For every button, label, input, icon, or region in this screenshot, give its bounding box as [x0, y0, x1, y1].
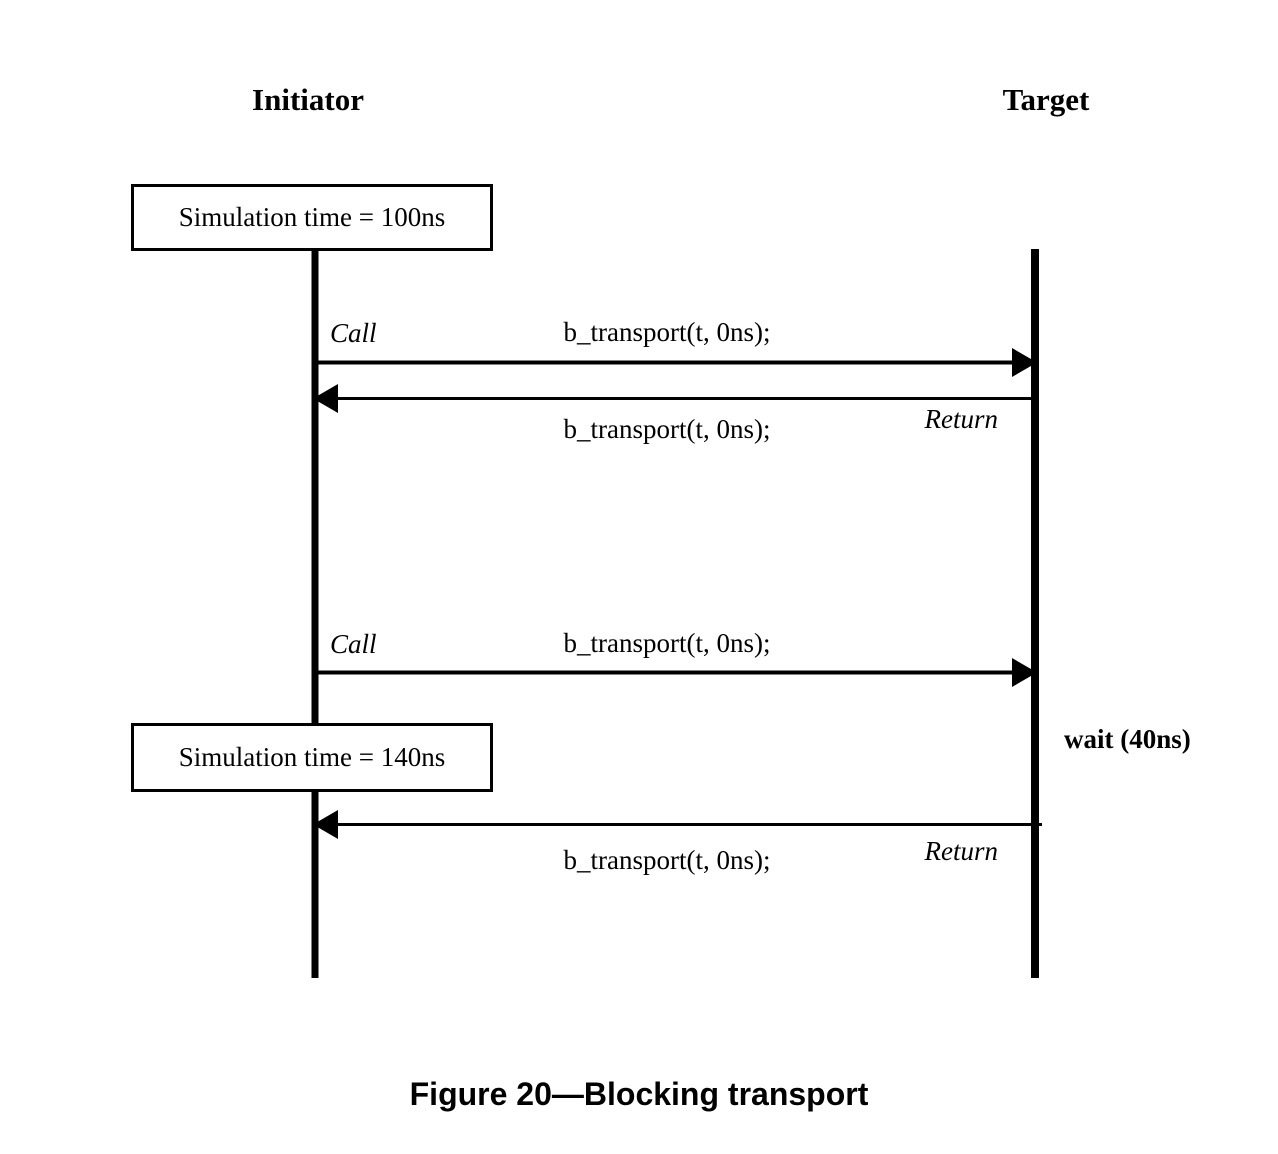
figure-caption: Figure 20—Blocking transport [409, 1076, 869, 1112]
message-method-label-return-2: b_transport(t, 0ns); [563, 845, 771, 875]
state-box-label: Simulation time = 100ns [178, 202, 446, 232]
message-method-label-return-1: b_transport(t, 0ns); [563, 414, 771, 444]
message-arrow-call-2 [316, 658, 1037, 687]
message-kind-label-call-1: Call [330, 318, 377, 348]
state-box-label: Simulation time = 140ns [178, 742, 446, 772]
state-box-sim-time-100: Simulation time = 100ns [131, 184, 493, 251]
message-arrow-call-1 [316, 348, 1037, 377]
lifeline-initiator [311, 184, 319, 978]
message-arrow-return-2 [313, 810, 1042, 839]
lifeline-target [1031, 249, 1039, 978]
participant-title-initiator: Initiator [252, 82, 364, 117]
annotation-label-target-wait: wait (40ns) [1064, 724, 1191, 754]
message-method-label-call-2: b_transport(t, 0ns); [563, 628, 771, 658]
message-kind-label-return-1: Return [924, 404, 999, 434]
message-kind-label-return-2: Return [924, 836, 999, 866]
participant-title-target: Target [1002, 82, 1090, 117]
state-box-sim-time-140: Simulation time = 140ns [131, 723, 493, 792]
message-kind-label-call-2: Call [330, 629, 377, 659]
message-arrow-return-1 [313, 384, 1035, 413]
message-method-label-call-1: b_transport(t, 0ns); [563, 317, 771, 347]
